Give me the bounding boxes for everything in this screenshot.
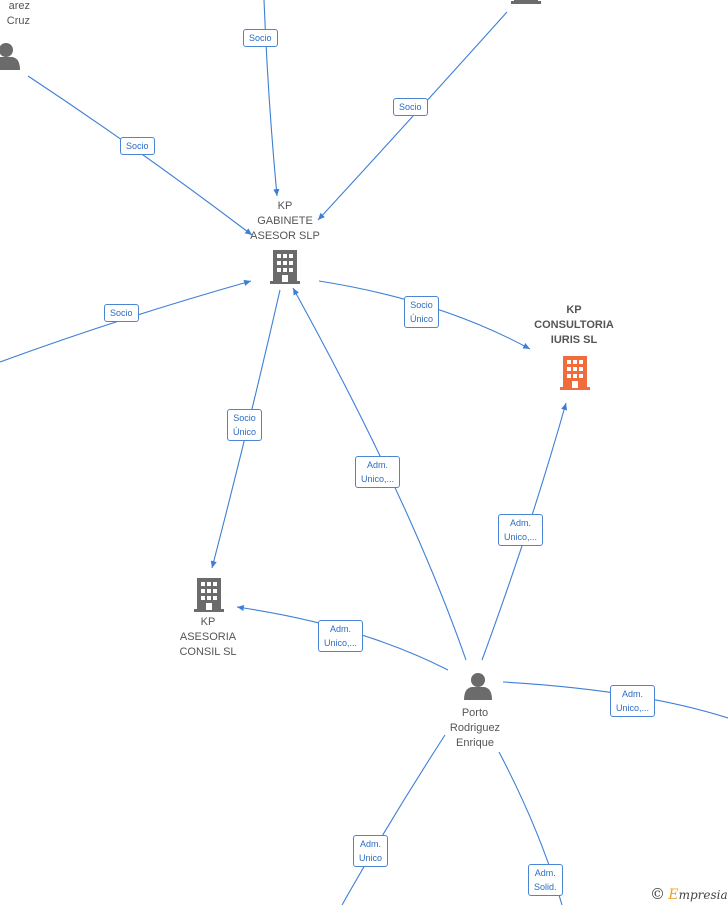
edge-label-adm-unico[interactable]: Adm. Unico,... xyxy=(610,685,656,717)
edge-line-e3 xyxy=(27,75,253,236)
edge-label-line: Socio xyxy=(399,102,422,112)
building-icon[interactable] xyxy=(270,250,300,284)
edge-label-line: Único xyxy=(233,427,257,437)
edge-line-e2 xyxy=(317,11,508,221)
edge-label-line: Unico,... xyxy=(324,638,358,648)
edge-line-e11 xyxy=(341,734,446,905)
node-label-line: Rodriguez xyxy=(449,722,501,734)
edge-label-line: Solid. xyxy=(534,882,557,892)
copyright-icon: © xyxy=(650,885,665,903)
edge-label-line: Unico,... xyxy=(504,532,538,542)
node-label-line: ASESORIA xyxy=(179,631,237,643)
person-icon[interactable] xyxy=(464,673,492,700)
building-icon[interactable] xyxy=(560,356,590,390)
edge-label-line: Socio xyxy=(110,308,133,318)
node-label-line: arez xyxy=(8,0,30,12)
edge-label-adm-unico[interactable]: Adm. Unico xyxy=(353,835,389,867)
node-label-line: CONSULTORIA xyxy=(534,319,614,331)
node-label-top-left-person[interactable]: arez Cruz xyxy=(0,0,30,29)
edge-label-socio[interactable]: Socio xyxy=(104,304,139,322)
brand-initial: E xyxy=(668,887,679,903)
edge-label-line: Socio xyxy=(126,141,149,151)
edge-label-line: Adm. xyxy=(360,839,382,849)
edge-label-adm-unico[interactable]: Adm. Unico,... xyxy=(355,456,401,488)
edge-label-adm-unico[interactable]: Adm. Unico,... xyxy=(498,514,544,546)
edge-label-adm-solid[interactable]: Adm. Solid. xyxy=(528,864,563,896)
brand-watermark: © Empresia xyxy=(650,885,728,903)
edge-label-line: Unico xyxy=(359,853,383,863)
edge-label-line: Adm. xyxy=(330,624,352,634)
edge-label-socio[interactable]: Socio xyxy=(393,98,428,116)
node-label-line: IURIS SL xyxy=(550,334,598,346)
node-label-line: Enrique xyxy=(456,737,494,749)
node-label-line: CONSIL SL xyxy=(179,646,237,658)
node-label-line: ASESOR SLP xyxy=(250,230,320,242)
node-label-kp-asesoria[interactable]: KP ASESORIA CONSIL SL xyxy=(168,615,248,660)
node-label-line: GABINETE xyxy=(257,215,313,227)
edge-label-adm-unico[interactable]: Adm. Unico,... xyxy=(318,620,364,652)
edge-label-line: Adm. xyxy=(622,689,644,699)
building-icon[interactable] xyxy=(511,0,541,4)
edge-label-line: Adm. xyxy=(367,460,389,470)
edge-label-line: Único xyxy=(410,314,434,324)
node-label-line: Porto xyxy=(461,707,489,719)
edge-line-e1 xyxy=(263,0,280,197)
edge-label-line: Socio xyxy=(249,33,272,43)
node-label-kp-consultoria[interactable]: KP CONSULTORIA IURIS SL xyxy=(524,303,624,348)
brand-name: mpresia xyxy=(678,888,728,902)
edge-label-line: Adm. xyxy=(534,868,556,878)
edge-label-socio-unico[interactable]: Socio Único xyxy=(404,296,440,328)
node-label-line: KP xyxy=(200,616,216,628)
node-label-line: Cruz xyxy=(6,15,30,27)
edge-label-line: Socio xyxy=(410,300,433,310)
node-label-kp-gabinete[interactable]: KP GABINETE ASESOR SLP xyxy=(245,199,325,244)
node-label-line: KP xyxy=(566,304,582,316)
edge-label-socio[interactable]: Socio xyxy=(120,137,155,155)
node-label-porto[interactable]: Porto Rodriguez Enrique xyxy=(435,706,515,751)
edge-label-line: Adm. xyxy=(510,518,532,528)
edge-label-socio[interactable]: Socio xyxy=(243,29,278,47)
building-icon[interactable] xyxy=(194,578,224,612)
edge-label-line: Unico,... xyxy=(361,474,395,484)
edge-label-socio-unico[interactable]: Socio Único xyxy=(227,409,263,441)
person-icon[interactable] xyxy=(0,43,20,70)
edge-label-line: Unico,... xyxy=(616,703,650,713)
node-label-line: KP xyxy=(277,200,293,212)
edge-label-line: Socio xyxy=(233,413,256,423)
